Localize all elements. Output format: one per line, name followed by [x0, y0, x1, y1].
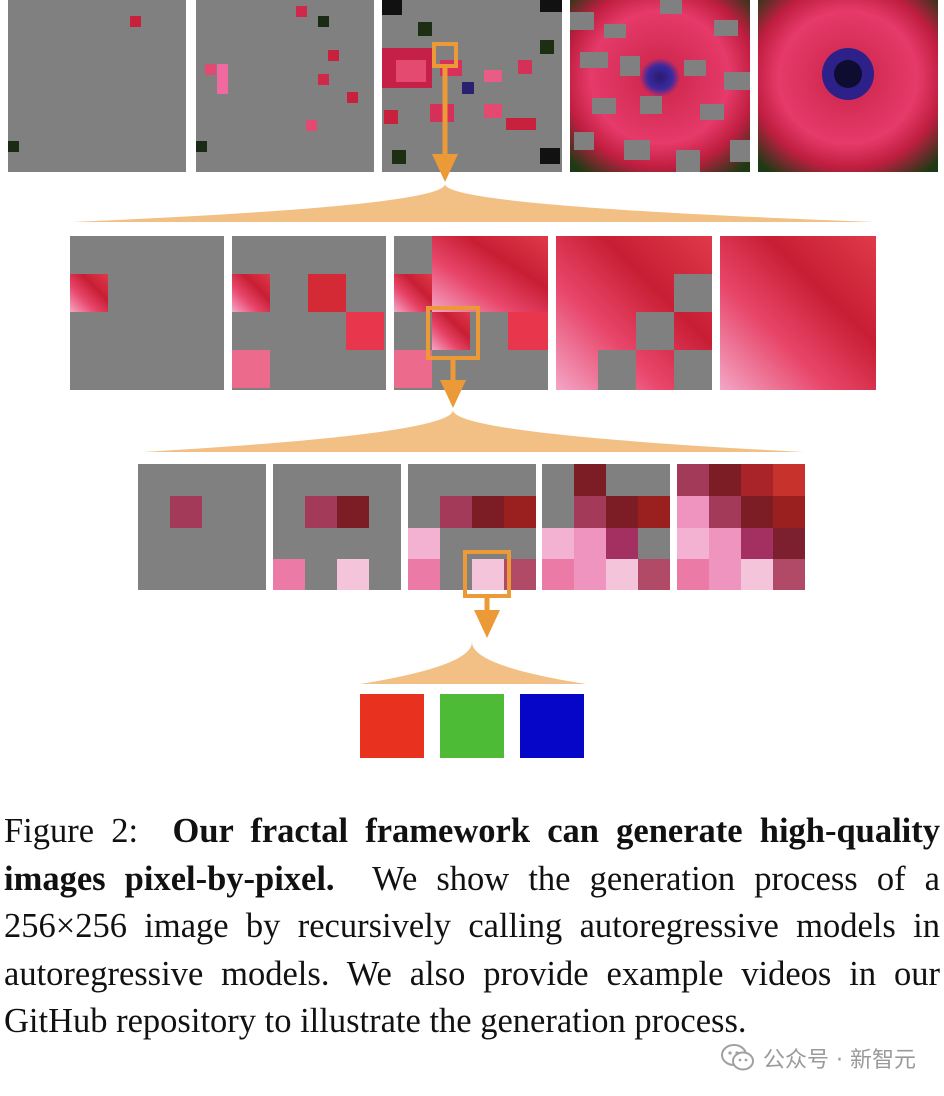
level3-panel-4 [542, 464, 670, 590]
level2-panel-3 [394, 236, 548, 390]
level1-panel-1 [8, 0, 186, 172]
watermark: 公众号 · 新智元 [721, 1038, 916, 1078]
level1-panel-5 [758, 0, 938, 172]
figure-caption: Figure 2: Our fractal framework can gene… [4, 808, 940, 1046]
caption-label: Figure 2: [4, 812, 139, 850]
fractal-generation-figure [8, 0, 938, 758]
level3-panel-1 [138, 464, 266, 590]
blue-channel-square [520, 694, 584, 758]
level2-panels [70, 236, 876, 390]
caption-body: We show the generation process of a 256×… [4, 859, 940, 1041]
green-channel-square [440, 694, 504, 758]
level3-down-arrow [474, 596, 500, 638]
level1-panel-3 [382, 0, 562, 172]
level1-panel-2 [196, 0, 374, 172]
red-channel-square [360, 694, 424, 758]
level2-panel-5 [720, 236, 876, 390]
level1-funnel [72, 184, 874, 222]
wechat-icon [721, 1044, 755, 1071]
level2-panel-4 [556, 236, 712, 390]
level1-down-arrow [432, 66, 458, 182]
watermark-text: 公众号 · 新智元 [763, 1048, 916, 1073]
level2-panel-2 [232, 236, 386, 390]
level3-panel-2 [273, 464, 401, 590]
caption-bold-text: Our fractal framework can generate high-… [4, 812, 940, 898]
level1-panel-4 [570, 0, 750, 172]
level3-panel-5 [677, 464, 805, 590]
level4-rgb-channels [360, 694, 584, 758]
level2-panel-1 [70, 236, 224, 390]
level1-panels [8, 0, 938, 172]
level3-panels [138, 464, 805, 590]
level2-funnel [142, 410, 804, 452]
level3-funnel [360, 642, 586, 684]
level2-down-arrow [440, 358, 466, 408]
level3-panel-3 [408, 464, 536, 590]
